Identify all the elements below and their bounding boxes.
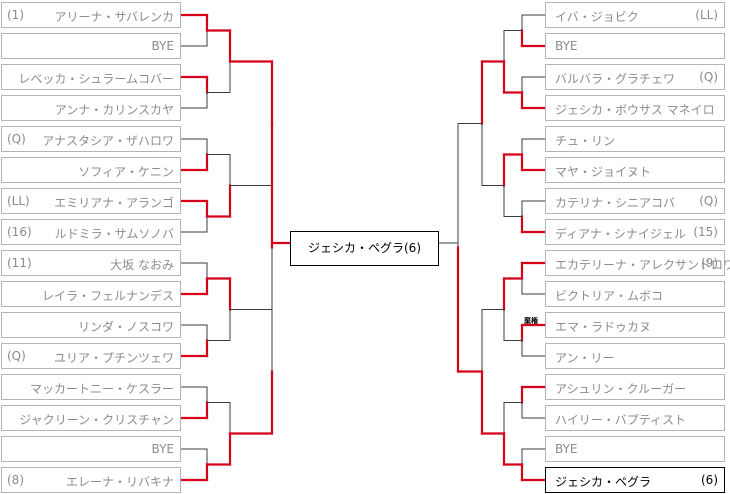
player-name: バルバラ・グラチェワ (555, 72, 676, 86)
seed-label: (LL) (695, 8, 718, 22)
right-entry: (LL) イバ・ジョビク (545, 2, 725, 28)
right-entry: BYE (545, 436, 725, 462)
right-entry: (9)エカテリーナ・アレクサンドロワ (545, 250, 730, 276)
player-name: 大坂 なおみ (110, 258, 174, 272)
player-name: マヤ・ジョイヌト (555, 165, 652, 179)
right-entry: チュ・リン (545, 126, 725, 152)
player-name: アン・リー (555, 351, 615, 365)
player-name: エマ・ラドゥカヌ (555, 320, 652, 334)
player-name: ユリア・プチンツェワ (53, 351, 174, 365)
left-entry: レベッカ・シュラームコバー (1, 64, 181, 90)
left-entry: レイラ・フェルナンデス (1, 281, 181, 307)
left-entry: (Q) アナスタシア・ザハロワ (1, 126, 181, 152)
champion-box: ジェシカ・ペグラ(6) (290, 231, 439, 266)
player-name: イバ・ジョビク (555, 10, 639, 24)
right-entry: (15) ディアナ・シナイジェル (545, 219, 725, 245)
right-entry: マヤ・ジョイヌト (545, 157, 725, 183)
player-name: チュ・リン (555, 134, 616, 148)
seed-label: (16) (7, 225, 32, 239)
player-name: ジェシカ・ペグラ (555, 475, 652, 489)
seed-label: (9) (701, 256, 718, 270)
left-entry: (16) ルドミラ・サムソノバ (1, 219, 181, 245)
player-name: ハイリー・バプティスト (555, 413, 687, 427)
right-entry: (Q) バルバラ・グラチェワ (545, 64, 725, 90)
left-entry: BYE (1, 33, 181, 59)
left-entry: (1) アリーナ・サバレンカ (1, 2, 181, 28)
right-entry: エマ・ラドゥカヌ (545, 312, 725, 338)
player-name: ディアナ・シナイジェル (555, 227, 686, 241)
player-name: アンナ・カリンスカヤ (54, 103, 174, 117)
player-name: エミリアナ・アランゴ (54, 196, 174, 210)
player-name: ジェシカ・ボウサス マネイロ (555, 103, 715, 117)
player-name: エレーナ・リバキナ (65, 475, 174, 489)
seed-label: (6) (701, 473, 718, 487)
seed-label: (LL) (7, 194, 30, 208)
left-entry: ソフィア・ケニン (1, 157, 181, 183)
left-entry: (Q) ユリア・プチンツェワ (1, 343, 181, 369)
player-name: レイラ・フェルナンデス (41, 289, 174, 303)
right-entry: アン・リー (545, 343, 725, 369)
seed-label: (Q) (699, 194, 718, 208)
left-entry: (LL) エミリアナ・アランゴ (1, 188, 181, 214)
seed-label: (11) (7, 256, 32, 270)
seed-label: (Q) (7, 349, 26, 363)
right-entry: アシュリン・クルーガー (545, 374, 725, 400)
player-name: アリーナ・サバレンカ (54, 10, 174, 24)
right-entry: (6) ジェシカ・ペグラ (545, 467, 725, 493)
right-entry: BYE (545, 33, 725, 59)
player-name: カテリナ・シニアコバ (555, 196, 676, 210)
seed-label: (1) (7, 8, 24, 22)
player-name: マッカートニー・ケスラー (29, 382, 174, 396)
left-entry: リンダ・ノスコワ (1, 312, 181, 338)
right-entry: ビクトリア・ムボコ (545, 281, 725, 307)
seed-label: (8) (7, 473, 24, 487)
left-entry: BYE (1, 436, 181, 462)
right-entry: ジェシカ・ボウサス マネイロ (545, 95, 725, 121)
player-name: エカテリーナ・アレクサンドロワ (555, 258, 730, 272)
left-entry: (11) 大坂 なおみ (1, 250, 181, 276)
retired-note: 棄権 (524, 317, 538, 325)
right-entry: ハイリー・バプティスト (545, 405, 725, 431)
seed-label: (Q) (699, 70, 718, 84)
player-name: BYE (151, 442, 175, 456)
player-name: ビクトリア・ムボコ (555, 289, 664, 303)
player-name: レベッカ・シュラームコバー (18, 72, 174, 86)
player-name: アナスタシア・ザハロワ (42, 134, 174, 148)
player-name: ソフィア・ケニン (78, 165, 174, 179)
left-entry: マッカートニー・ケスラー (1, 374, 181, 400)
player-name: ジャクリーン・クリスチャン (19, 413, 174, 427)
player-name: BYE (555, 442, 578, 456)
right-entry: (Q) カテリナ・シニアコバ (545, 188, 725, 214)
player-name: アシュリン・クルーガー (555, 382, 687, 396)
seed-label: (Q) (7, 132, 26, 146)
player-name: BYE (555, 39, 578, 53)
left-entry: アンナ・カリンスカヤ (1, 95, 181, 121)
left-entry: (8) エレーナ・リバキナ (1, 467, 181, 493)
player-name: リンダ・ノスコワ (77, 320, 174, 334)
seed-label: (15) (693, 225, 718, 239)
player-name: ルドミラ・サムソノバ (54, 227, 174, 241)
player-name: BYE (151, 39, 175, 53)
left-entry: ジャクリーン・クリスチャン (1, 405, 181, 431)
